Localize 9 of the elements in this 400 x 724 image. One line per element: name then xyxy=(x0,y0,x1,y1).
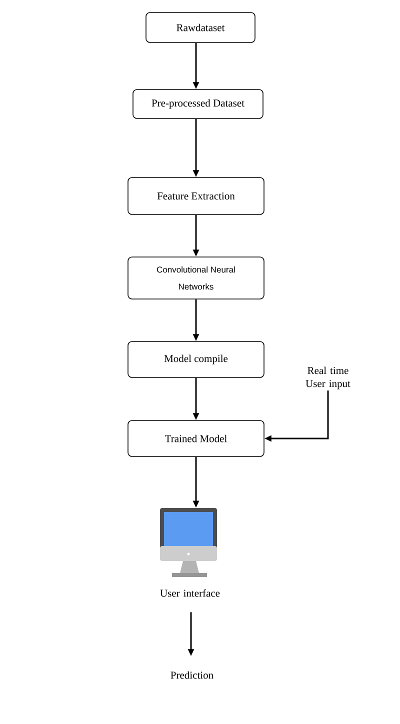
process-box: Convolutional Neural Networks xyxy=(128,256,264,300)
text-label: User interface xyxy=(160,589,220,597)
process-box: Model compile xyxy=(128,341,264,378)
process-box: Feature Extraction xyxy=(128,177,264,215)
process-box: Rawdataset xyxy=(146,12,256,43)
text-label: Prediction xyxy=(170,671,214,679)
process-box: Pre-processed Dataset xyxy=(132,89,264,119)
process-box: Trained Model xyxy=(128,420,264,457)
text-label: Real time User input xyxy=(306,366,350,390)
